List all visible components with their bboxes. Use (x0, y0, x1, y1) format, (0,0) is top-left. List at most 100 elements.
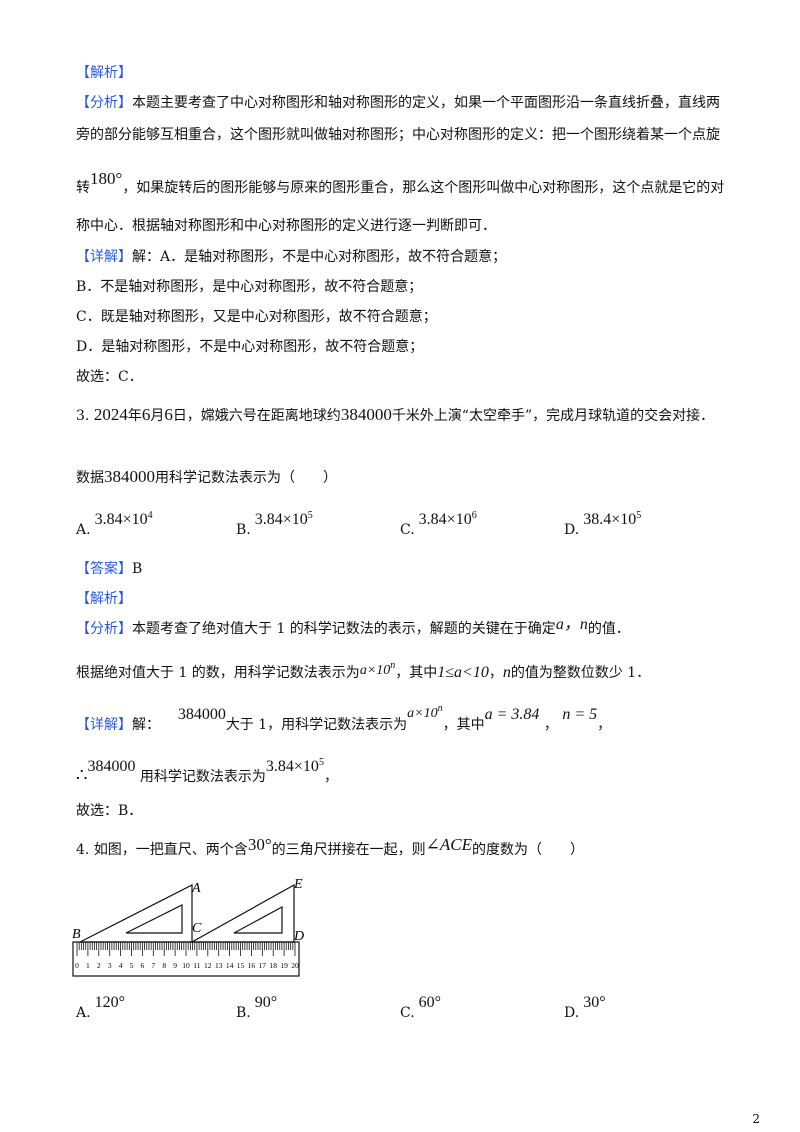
q3-answer-line: 【答案】B (76, 560, 142, 578)
option-value: 38.4×105 (583, 510, 642, 528)
ruler-number: 16 (248, 961, 256, 970)
q4-text: 的三角尺拼接在一起，则 (271, 842, 426, 858)
q2-analysis-text: 本题主要考查了中心对称图形和轴对称图形的定义，如果一个平面图形沿一条直线折叠，直… (132, 95, 720, 111)
q3-text: 年 (127, 408, 142, 424)
q2-analysis-line-4: 称中心．根据轴对称图形和中心对称图形的定义进行逐一判断即可． (76, 218, 496, 234)
ruler-number: 17 (259, 961, 267, 970)
ruler-number: 2 (97, 961, 101, 970)
q4-option-d[interactable]: D.30° (564, 994, 606, 1022)
triangle-right-inner (233, 905, 283, 934)
ruler-number: 9 (173, 961, 177, 970)
option-value: 3.84×104 (94, 510, 153, 528)
q3-number: 384000 (104, 467, 155, 486)
triangle-left-inner (125, 904, 183, 934)
q3-math-sci: a×10n (407, 703, 443, 721)
label-b: B (72, 927, 81, 942)
label-d: D (293, 929, 304, 944)
q4-option-a[interactable]: A.120° (76, 994, 125, 1022)
q3-answer: 故选：B． (76, 803, 143, 819)
q3-distance: 384000 (340, 405, 392, 424)
q4-text: 的度数为（ ） (471, 842, 584, 858)
q3-option-a[interactable]: A.3.84×104 (76, 510, 153, 539)
option-value: 90° (254, 994, 278, 1011)
option-label: C. (400, 522, 415, 538)
q3-text: 日，嫦娥六号在距离地球约 (172, 408, 341, 424)
option-label: A. (76, 1005, 91, 1021)
q3-detail-line-1: 【详解】解： 384000大于 1，用科学记数法表示为a×10n，其中a = 3… (76, 703, 612, 735)
ruler-number: 19 (280, 961, 288, 970)
ruler-number: 15 (237, 961, 245, 970)
q3-month: 6 (141, 405, 151, 424)
q2-detail-line-a: 【详解】解：A．是轴对称图形，不是中心对称图形，故不符合题意； (76, 248, 506, 266)
q4-math-30deg: 30° (247, 835, 272, 854)
q3-text: ， (323, 769, 338, 785)
q3-text: 根据绝对值大于 1 的数，用科学记数法表示为 (76, 665, 360, 681)
q3-text: 用科学记数法表示为（ ） (155, 470, 337, 486)
q3-text: ， (597, 717, 612, 733)
q3-option-d[interactable]: D.38.4×105 (564, 510, 641, 539)
option-label: B. (236, 1005, 251, 1021)
therefore-symbol: ∴ (76, 765, 88, 786)
label-c: C (192, 921, 202, 936)
q3-text: 数据 (76, 470, 104, 486)
q2-text: ，如果旋转后的图形能够与原来的图形重合，那么这个图形叫做中心对称图形，这个点就是… (122, 180, 725, 196)
label-e: E (293, 877, 303, 892)
ruler-number: 11 (193, 961, 200, 970)
q2-detail-line-c: C．既是轴对称图形，又是中心对称图形，故不符合题意； (76, 309, 437, 325)
ruler-tick-marks (76, 942, 296, 956)
jiexi-heading: 【解析】 (76, 591, 132, 607)
q3-text: 本题考查了绝对值大于 1 的科学记数法的表示，解题的关键在于确定 (132, 621, 556, 637)
q4-stem: 4. 如图，一把直尺、两个含30°的三角尺拼接在一起，则∠ACE的度数为（ ） (76, 836, 584, 859)
q4-text: 如图，一把直尺、两个含 (93, 842, 248, 858)
q2-analysis-line-1: 【分析】本题主要考查了中心对称图形和轴对称图形的定义，如果一个平面图形沿一条直线… (76, 94, 720, 112)
q3-math-sci: a×10n (359, 660, 396, 678)
option-value: 120° (94, 994, 125, 1011)
option-label: A. (76, 522, 91, 538)
q3-stem-line-1: 3. 2024年6月6日，嫦娥六号在距离地球约384000千米外上演“太空牵手”… (76, 406, 714, 425)
q3-math-a-n: a，n (555, 616, 588, 633)
q3-math-range: 1≤a<10 (437, 664, 489, 681)
option-value: 30° (583, 994, 606, 1011)
q3-text: 的值为整数位数少 1． (510, 665, 651, 681)
q3-text: ，其中 (442, 717, 485, 733)
q3-analysis-line-1: 【分析】本题考查了绝对值大于 1 的科学记数法的表示，解题的关键在于确定a，n的… (76, 616, 630, 638)
ruler-number: 7 (151, 961, 155, 970)
option-value: 3.84×106 (418, 510, 477, 528)
q2-text: 转 (76, 180, 90, 196)
ruler-number: 0 (75, 961, 79, 970)
option-label: C. (400, 1005, 415, 1021)
q2-math-180: 180° (90, 169, 123, 188)
ruler-number: 18 (269, 961, 277, 970)
ruler-number: 13 (215, 961, 223, 970)
q3-text: 月 (150, 408, 165, 424)
q3-text: 千米外上演“太空牵手”，完成月球轨道的交会对接． (391, 408, 715, 424)
daan-tag: 【答案】 (76, 561, 132, 577)
q4-option-b[interactable]: B.90° (236, 994, 277, 1022)
jiexi-heading: 【解析】 (76, 65, 132, 81)
option-value: 60° (418, 994, 442, 1011)
q3-detail-line-2: ∴384000 用科学记数法表示为3.84×105， (76, 757, 338, 786)
q3-answer-value: B (132, 561, 143, 577)
q3-option-b[interactable]: B.3.84×105 (236, 510, 313, 539)
ruler-number: 10 (182, 961, 190, 970)
q3-year: 2024 (93, 405, 128, 424)
q3-option-c[interactable]: C.3.84×106 (400, 510, 477, 539)
fenxi-tag: 【分析】 (76, 95, 132, 111)
xiangjie-tag: 【详解】 (76, 249, 132, 265)
q3-stem-line-2: 数据384000用科学记数法表示为（ ） (76, 468, 337, 487)
q2-detail-line-b: B．不是轴对称图形，是中心对称图形，故不符合题意； (76, 279, 423, 295)
q3-text: 解： (132, 717, 160, 733)
question-number: 4. (76, 842, 90, 858)
ruler-number: 8 (162, 961, 166, 970)
q3-text: ， (488, 665, 503, 681)
xiangjie-tag: 【详解】 (76, 717, 132, 733)
ruler-number: 5 (130, 961, 134, 970)
q4-option-c[interactable]: C.60° (400, 994, 441, 1022)
q2-analysis-line-3: 转180°，如果旋转后的图形能够与原来的图形重合，那么这个图形叫做中心对称图形，… (76, 170, 725, 197)
option-value: 3.84×105 (254, 510, 313, 528)
q3-math-n-value: n = 5 (562, 706, 598, 723)
q3-math-result: 3.84×105 (265, 757, 324, 775)
q2-analysis-line-2: 旁的部分能够互相重合，这个图形就叫做轴对称图形；中心对称图形的定义：把一个图形绕… (76, 127, 720, 143)
ruler-number: 4 (119, 961, 123, 970)
